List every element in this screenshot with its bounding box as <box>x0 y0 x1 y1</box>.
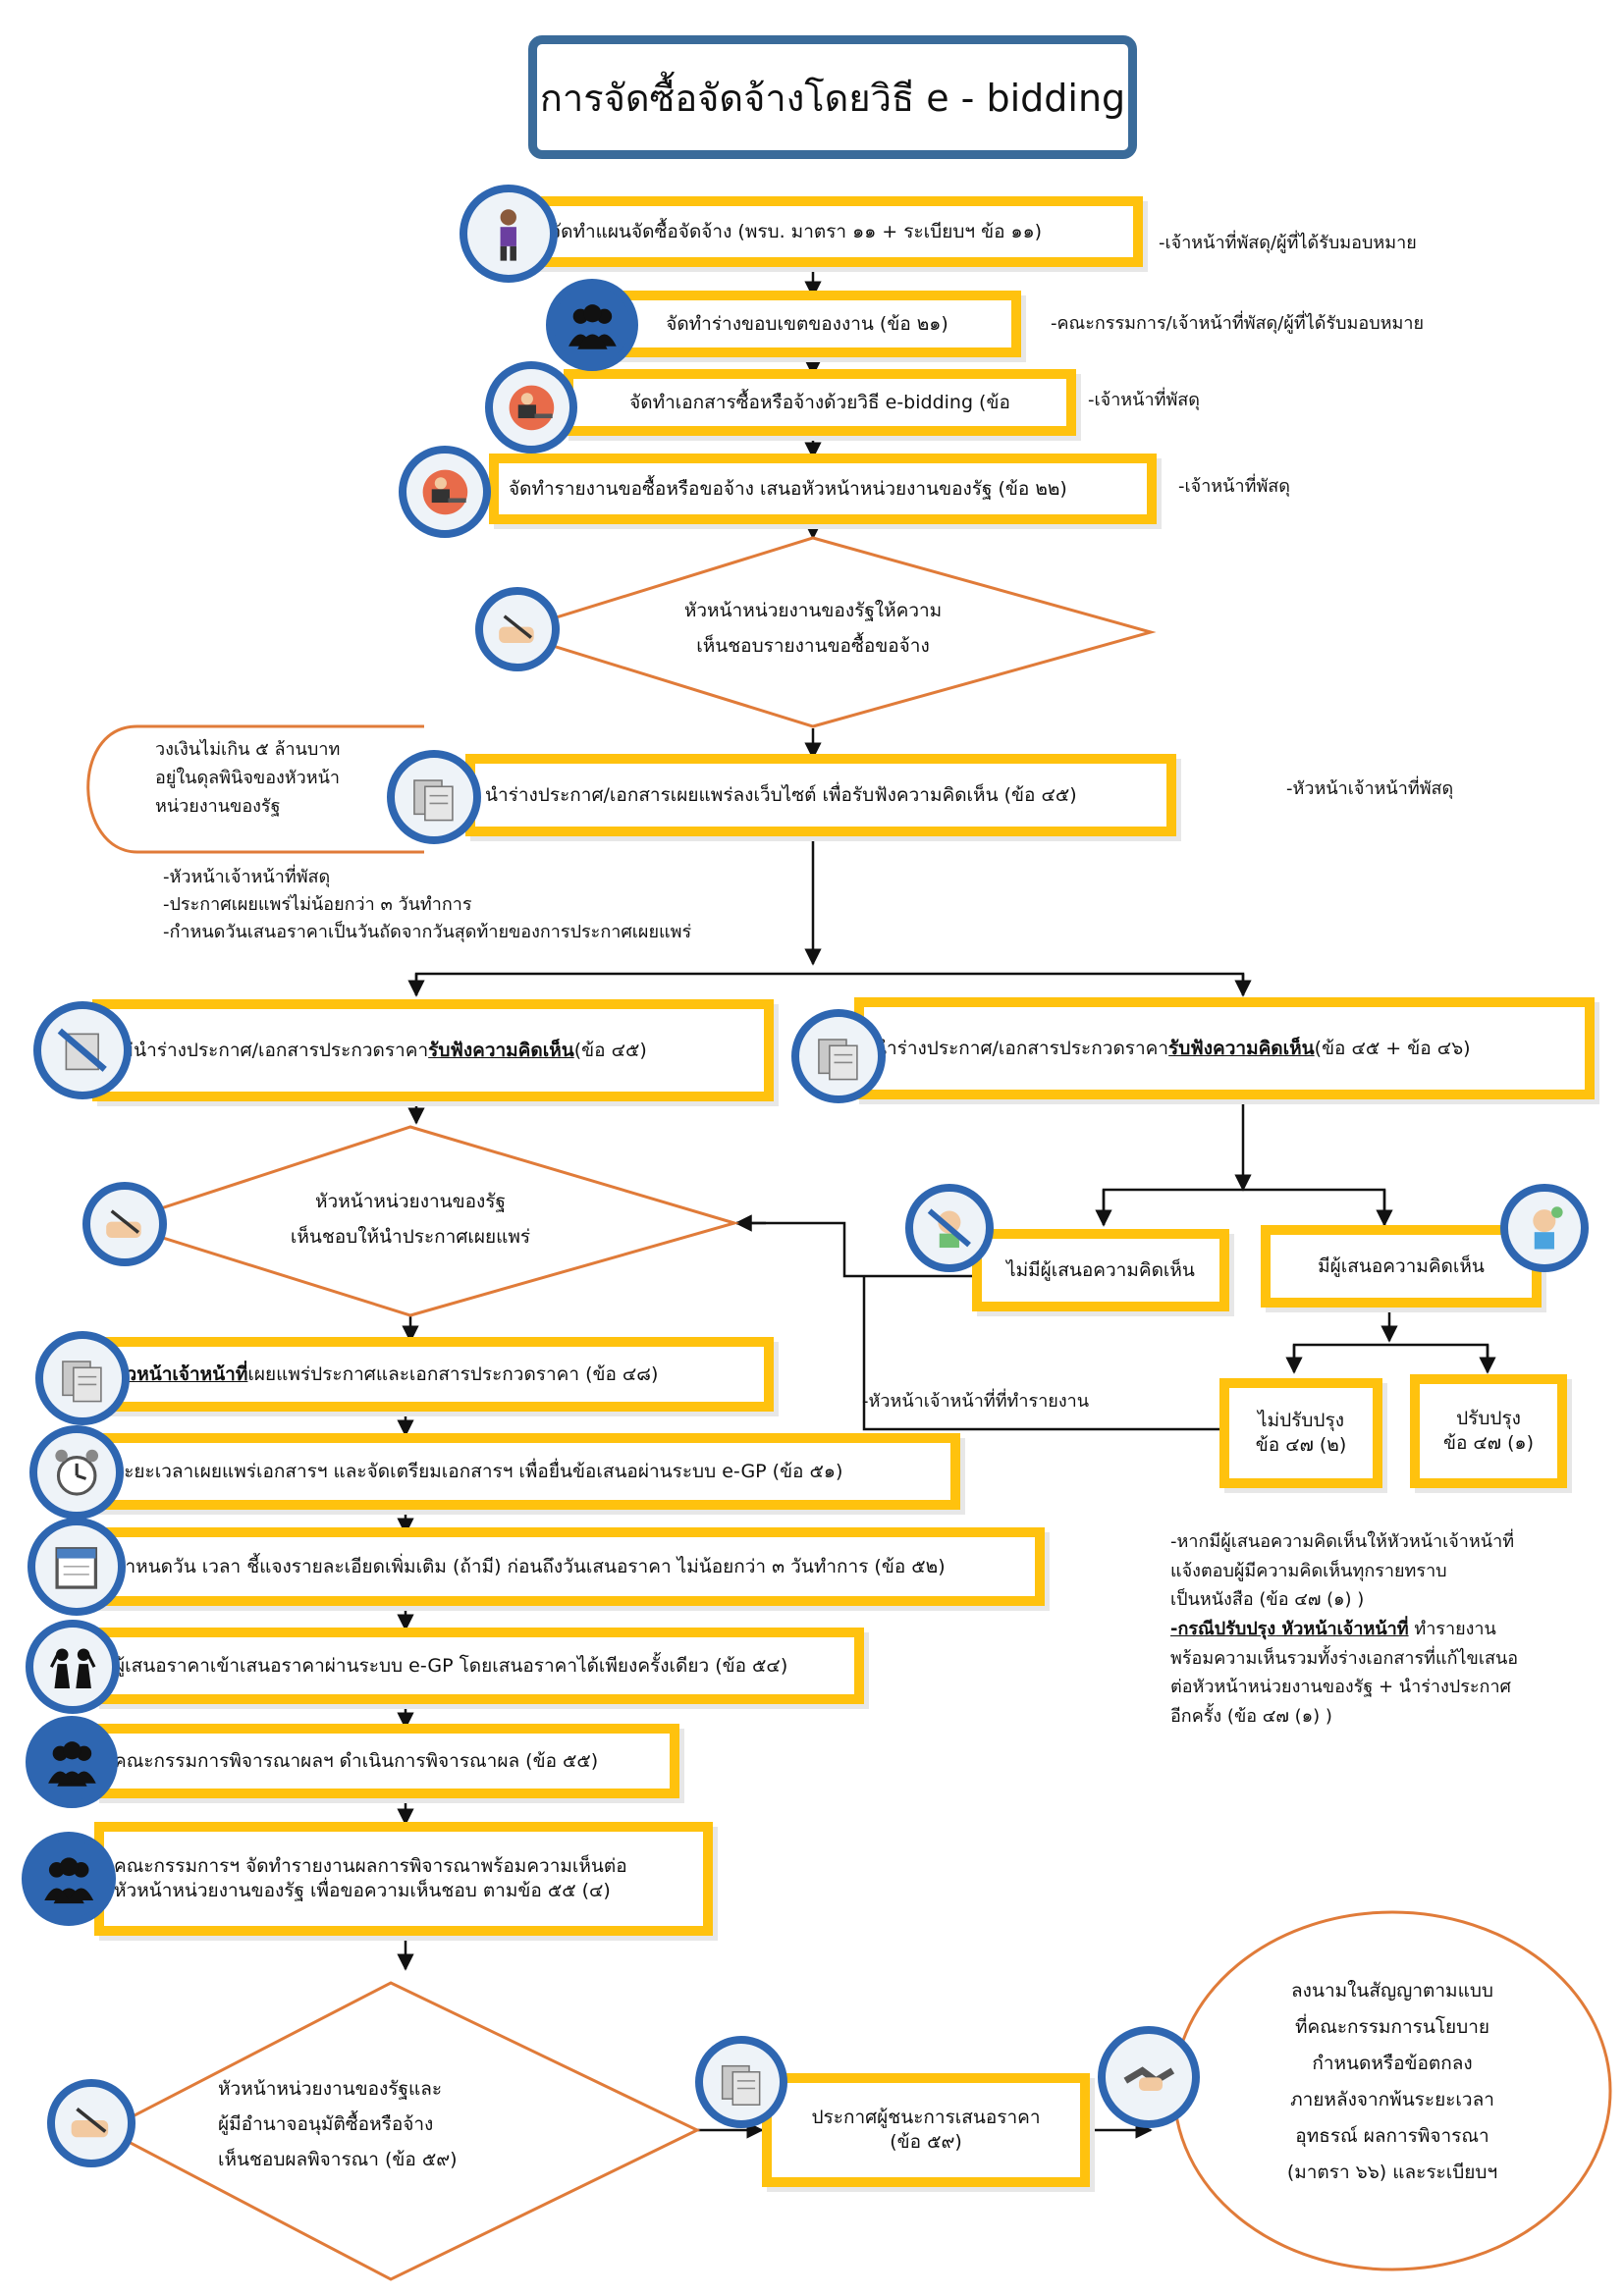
step-committee-review: คณะกรรมการพิจารณาผลฯ ดำเนินการพิจารณาผล … <box>94 1724 679 1798</box>
decision-diamond-1 <box>503 536 1157 728</box>
step-no-hearing: ไม่นำร่างประกาศ/เอกสารประกวดราคารับฟังคว… <box>92 999 774 1101</box>
note-committee: -คณะกรรมการ/เจ้าหน้าที่พัสดุ/ผู้ที่ได้รั… <box>1051 313 1425 334</box>
step-publish-hearing: นำร่างประกาศ/เอกสารเผยแพร่ลงเว็บไซต์ เพื… <box>465 754 1176 836</box>
step-with-hearing: นำร่างประกาศ/เอกสารประกวดราคารับฟังความค… <box>854 997 1595 1099</box>
no-documents-icon <box>33 1001 132 1099</box>
step-e-gp-bidding: ผู้เสนอราคาเข้าเสนอราคาผ่านระบบ e-GP โดย… <box>94 1628 864 1704</box>
step-document-period: ระยะเวลาเผยแพร่เอกสารฯ และจัดเตรียมเอกสา… <box>94 1433 960 1510</box>
step-improve: ปรับปรุง ข้อ ๔๗ (๑) <box>1410 1374 1567 1488</box>
signing-hand-icon <box>475 587 560 671</box>
note-reporter: -หัวหน้าเจ้าหน้าที่ที่ทำรายงาน <box>862 1391 1090 1412</box>
page-title: การจัดซื้อจัดจ้างโดยวิธี e - bidding <box>528 35 1137 159</box>
committee-icon <box>26 1716 118 1808</box>
bidders-icon <box>26 1620 120 1714</box>
worker-desk-icon <box>485 361 577 454</box>
group-people-icon <box>546 279 638 371</box>
step-no-comment: ไม่มีผู้เสนอความคิดเห็น <box>972 1229 1229 1311</box>
note-chief-officer: -หัวหน้าเจ้าหน้าที่พัสดุ <box>1286 778 1454 799</box>
step-committee-report: คณะกรรมการฯ จัดทำรายงานผลการพิจารณาพร้อม… <box>94 1822 713 1936</box>
alarm-clock-icon <box>29 1425 124 1520</box>
signing-hand-icon-3 <box>47 2079 135 2167</box>
step-plan: จัดทำแผนจัดซื้อจัดจ้าง (พรบ. มาตรา ๑๑ + … <box>530 196 1143 267</box>
documents-icon <box>387 750 481 844</box>
no-commenter-icon <box>905 1184 994 1272</box>
budget-bubble <box>86 724 424 854</box>
note-publish-rules: -หัวหน้าเจ้าหน้าที่พัสดุ -ประกาศเผยแพร่ไ… <box>163 867 692 942</box>
decision-3-text: หัวหน้าหน่วยงานของรัฐและ ผู้มีอำนาจอนุมั… <box>218 2078 458 2171</box>
committee-icon-2 <box>22 1832 116 1926</box>
worker-report-icon <box>399 446 491 538</box>
split-line <box>414 972 1245 995</box>
step-clarification-date: กำหนดวัน เวลา ชี้แจงรายละเอียดเพิ่มเติม … <box>94 1527 1045 1606</box>
note-officer-3: -เจ้าหน้าที่พัสดุ <box>1178 476 1290 497</box>
decision-diamond-2 <box>111 1125 740 1317</box>
step-winner-announcement: ประกาศผู้ชนะการเสนอราคา (ข้อ ๕๙) <box>762 2073 1090 2187</box>
step-purchase-report: จัดทำรายงานขอซื้อหรือขอจ้าง เสนอหัวหน้าห… <box>489 454 1157 524</box>
step-has-comment: มีผู้เสนอความคิดเห็น <box>1261 1225 1542 1308</box>
return-line <box>736 1221 976 1278</box>
branch-line <box>1102 1188 1386 1225</box>
handshake-icon <box>1098 2026 1200 2128</box>
documents-icon-2 <box>791 1009 886 1103</box>
step-tor-draft: จัดทำร่างขอบเขตของงาน (ข้อ ๒๑) <box>593 291 1021 357</box>
decision-diamond-3 <box>102 1981 701 2281</box>
decision-1-text: หัวหน้าหน่วยงานของรัฐให้ความ เห็นชอบรายง… <box>683 600 943 658</box>
calendar-icon <box>27 1518 126 1616</box>
documents-icon-3 <box>35 1331 130 1425</box>
return-line-2 <box>862 1276 1219 1431</box>
budget-note: วงเงินไม่เกิน ๕ ล้านบาท อยู่ในดุลพินิจขอ… <box>155 739 341 817</box>
step-bidding-docs: จัดทำเอกสารซื้อหรือจ้างด้วยวิธี e-biddin… <box>564 369 1076 436</box>
page-title-text: การจัดซื้อจัดจ้างโดยวิธี e - bidding <box>539 76 1126 120</box>
note-comment-rules: -หากมีผู้เสนอความคิดเห็นให้หัวหน้าเจ้าหน… <box>1170 1531 1519 1728</box>
commenter-icon <box>1500 1184 1589 1272</box>
signing-hand-icon-2 <box>82 1182 167 1266</box>
step-publish-announcement: หัวหน้าเจ้าหน้าที่เผยแพร่ประกาศและเอกสาร… <box>94 1337 774 1412</box>
contract-signing-text: ลงนามในสัญญาตามแบบ ที่คณะกรรมการนโยบาย ก… <box>1286 1980 1498 2184</box>
step-no-improve: ไม่ปรับปรุง ข้อ ๔๗ (๒) <box>1219 1378 1382 1488</box>
note-officer-2: -เจ้าหน้าที่พัสดุ <box>1088 390 1200 410</box>
person-presenting-icon <box>460 185 558 283</box>
documents-icon-4 <box>695 2036 787 2128</box>
decision-2-text: หัวหน้าหน่วยงานของรัฐ เห็นชอบให้นำประกาศ… <box>290 1191 531 1249</box>
note-officer-1: -เจ้าหน้าที่พัสดุ/ผู้ที่ได้รับมอบหมาย <box>1159 233 1417 253</box>
